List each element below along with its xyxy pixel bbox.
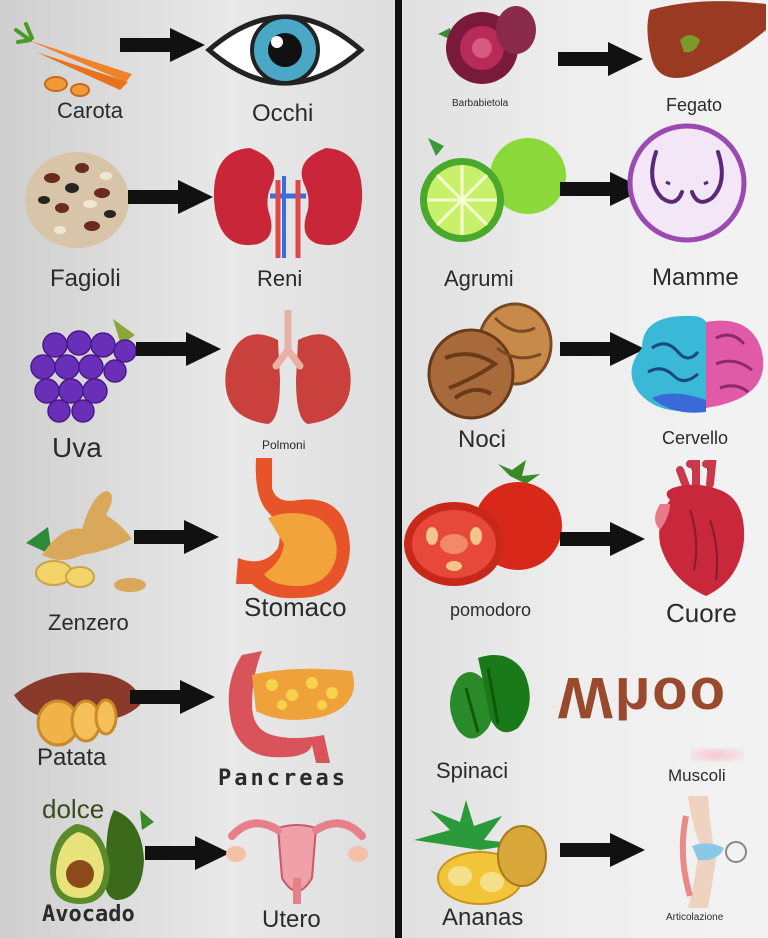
pancreas-icon: [228, 651, 354, 763]
tomato-icon: [404, 460, 562, 586]
organ-label: Utero: [262, 906, 321, 933]
heart-icon: [655, 460, 745, 596]
organ-label: Cuore: [666, 598, 737, 628]
organ-label: Polmoni: [262, 438, 306, 452]
lungs-icon: [225, 310, 351, 424]
food-label: Patata: [37, 744, 107, 771]
organ-label: Pancreas: [218, 766, 348, 791]
organ-label: Occhi: [252, 100, 314, 127]
spinach-icon: [450, 655, 530, 739]
kidney-icon: [213, 148, 363, 258]
food-label: Fagioli: [50, 265, 121, 292]
ginger-icon: [26, 491, 146, 592]
arrow-icon: [128, 180, 213, 214]
food-label: pomodoro: [450, 600, 532, 620]
arrow-icon: [145, 836, 230, 870]
food-label: Zenzero: [48, 610, 129, 635]
food-label: Agrumi: [444, 266, 514, 291]
brain-icon: [631, 315, 764, 413]
breast-icon: [627, 123, 747, 243]
eye-icon: [205, 14, 365, 86]
organ-label: Fegato: [666, 95, 723, 115]
organ-label: Stomaco: [244, 592, 347, 622]
arrow-icon: [134, 520, 219, 554]
organ-label: Muscoli: [668, 766, 726, 785]
food-label: Spinaci: [436, 758, 509, 783]
lime-icon: [420, 138, 566, 242]
grapes-icon: [30, 319, 137, 423]
column-divider: [395, 0, 402, 938]
uterus-icon: [226, 819, 368, 904]
food-label: Avocado: [42, 902, 135, 927]
food-label: Uva: [52, 432, 102, 463]
arrow-icon: [120, 28, 205, 62]
arrow-icon: [560, 332, 645, 366]
pineapple-icon: [414, 800, 547, 905]
arrow-icon: [130, 680, 215, 714]
organ-label: Cervello: [662, 428, 729, 448]
liver-icon: [647, 1, 766, 78]
food-label: Carota: [57, 98, 124, 123]
organ-label: Mamme: [652, 264, 739, 291]
arrow-icon: [558, 42, 643, 76]
arrow-icon: [560, 522, 645, 556]
food-label: Barbabietola: [452, 98, 509, 109]
arrow-icon: [560, 172, 645, 206]
whoo-overlay-text: Whoo: [558, 665, 728, 730]
food-label: Ananas: [442, 904, 524, 931]
food-label: Noci: [458, 426, 507, 453]
organ-label: Reni: [257, 266, 303, 291]
food-label-line2: dolce: [42, 794, 105, 824]
muscle-glimpse: [690, 748, 744, 762]
beetroot-icon: [438, 6, 536, 84]
walnut-icon: [427, 302, 553, 420]
arrow-icon: [560, 833, 645, 867]
avocado-icon: [50, 810, 154, 904]
knee-joint-icon: [679, 796, 747, 908]
stomach-icon: [236, 458, 350, 599]
arrow-icon: [136, 332, 221, 366]
beans-icon: [25, 152, 129, 248]
carrot-icon: [14, 22, 132, 97]
organ-label: Articolazione: [666, 912, 724, 923]
sweet-potato-icon: [14, 672, 141, 747]
